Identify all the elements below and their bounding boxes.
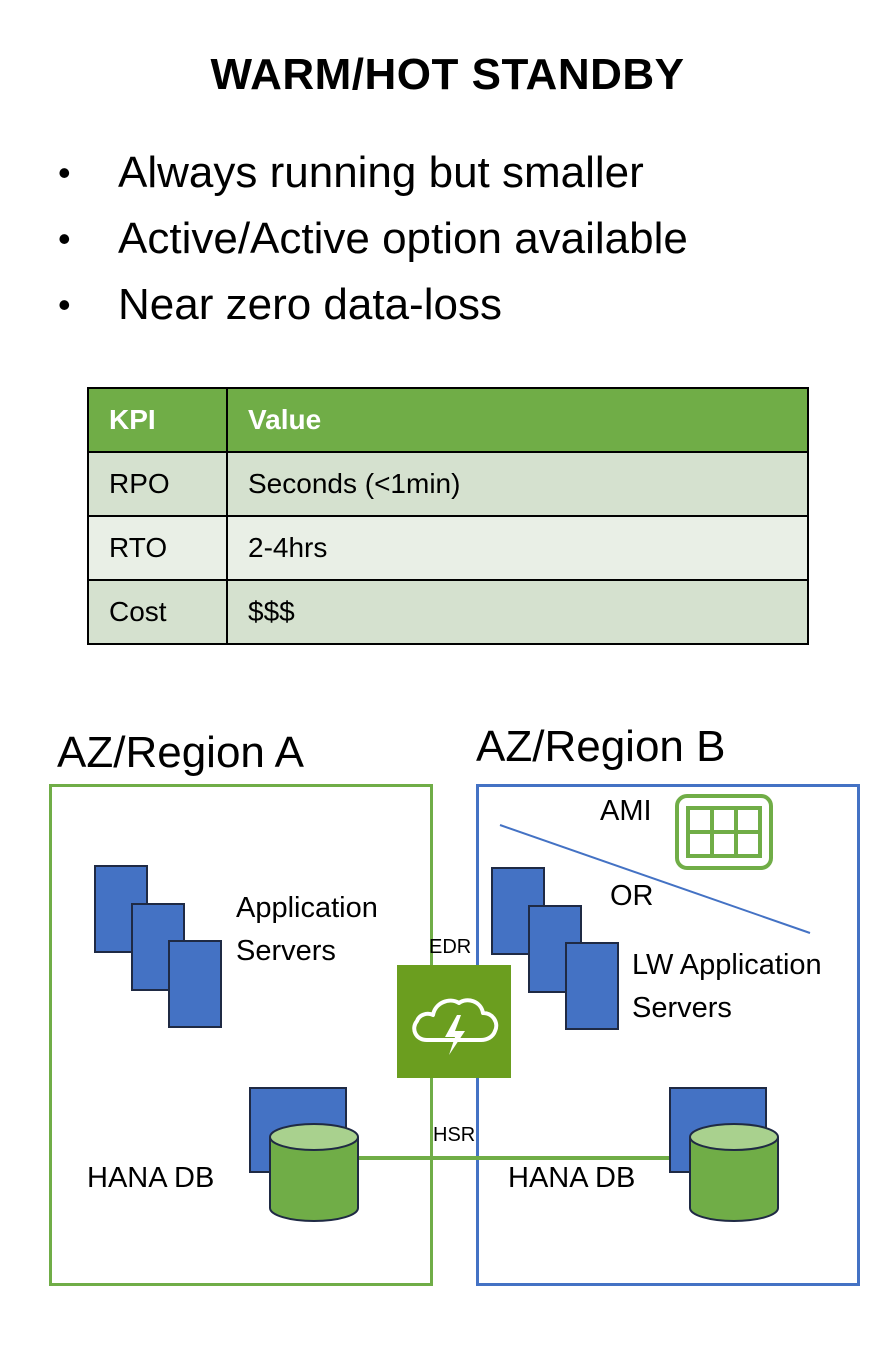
bullet-text: Always running but smaller xyxy=(118,148,644,197)
ami-grid-icon xyxy=(675,794,773,870)
table-row: RPO Seconds (<1min) xyxy=(87,451,809,517)
kpi-table: KPI Value RPO Seconds (<1min) RTO 2-4hrs… xyxy=(87,387,809,645)
value-cell: 2-4hrs xyxy=(226,515,809,581)
bullet-dot: • xyxy=(58,218,71,259)
bullet-item: • Active/Active option available xyxy=(58,206,688,272)
app-servers-a-label-line2: Servers xyxy=(236,935,336,967)
bullet-item: • Near zero data-loss xyxy=(58,272,688,338)
or-label: OR xyxy=(610,880,654,912)
table-row: Cost $$$ xyxy=(87,579,809,645)
page-title: WARM/HOT STANDBY xyxy=(210,50,685,99)
bullet-text: Active/Active option available xyxy=(118,214,688,263)
bullet-item: • Always running but smaller xyxy=(58,140,688,206)
kpi-header-kpi: KPI xyxy=(87,387,228,453)
hsr-label: HSR xyxy=(433,1124,476,1146)
app-servers-a-label-line1: Application xyxy=(236,892,378,924)
app-servers-b-icon xyxy=(491,867,619,1030)
kpi-cell: RPO xyxy=(87,451,228,517)
value-cell: $$$ xyxy=(226,579,809,645)
kpi-cell: RTO xyxy=(87,515,228,581)
ami-label: AMI xyxy=(600,795,652,827)
lw-app-servers-label-line2: Servers xyxy=(632,992,732,1024)
bullet-dot: • xyxy=(58,284,71,325)
value-cell: Seconds (<1min) xyxy=(226,451,809,517)
cloud-lightning-icon xyxy=(412,998,499,1055)
lw-app-servers-label-line1: LW Application xyxy=(632,949,822,981)
edr-service-tile xyxy=(397,965,511,1078)
kpi-cell: Cost xyxy=(87,579,228,645)
kpi-header-value: Value xyxy=(226,387,809,453)
region-a-label: AZ/Region A xyxy=(57,728,305,777)
app-servers-a-icon xyxy=(94,865,222,1028)
region-b-label: AZ/Region B xyxy=(476,722,726,771)
hana-db-a-label: HANA DB xyxy=(87,1162,215,1194)
alternative-divider-line xyxy=(499,824,811,934)
hana-db-a-icon xyxy=(249,1087,359,1222)
hana-db-b-icon xyxy=(669,1087,779,1222)
table-row: RTO 2-4hrs xyxy=(87,515,809,581)
bullet-list: • Always running but smaller • Active/Acti… xyxy=(58,140,688,338)
bullet-dot: • xyxy=(58,152,71,193)
kpi-header-row: KPI Value xyxy=(87,387,809,453)
bullet-text: Near zero data-loss xyxy=(118,280,502,329)
hana-db-b-label: HANA DB xyxy=(508,1162,636,1194)
edr-label: EDR xyxy=(429,936,472,958)
